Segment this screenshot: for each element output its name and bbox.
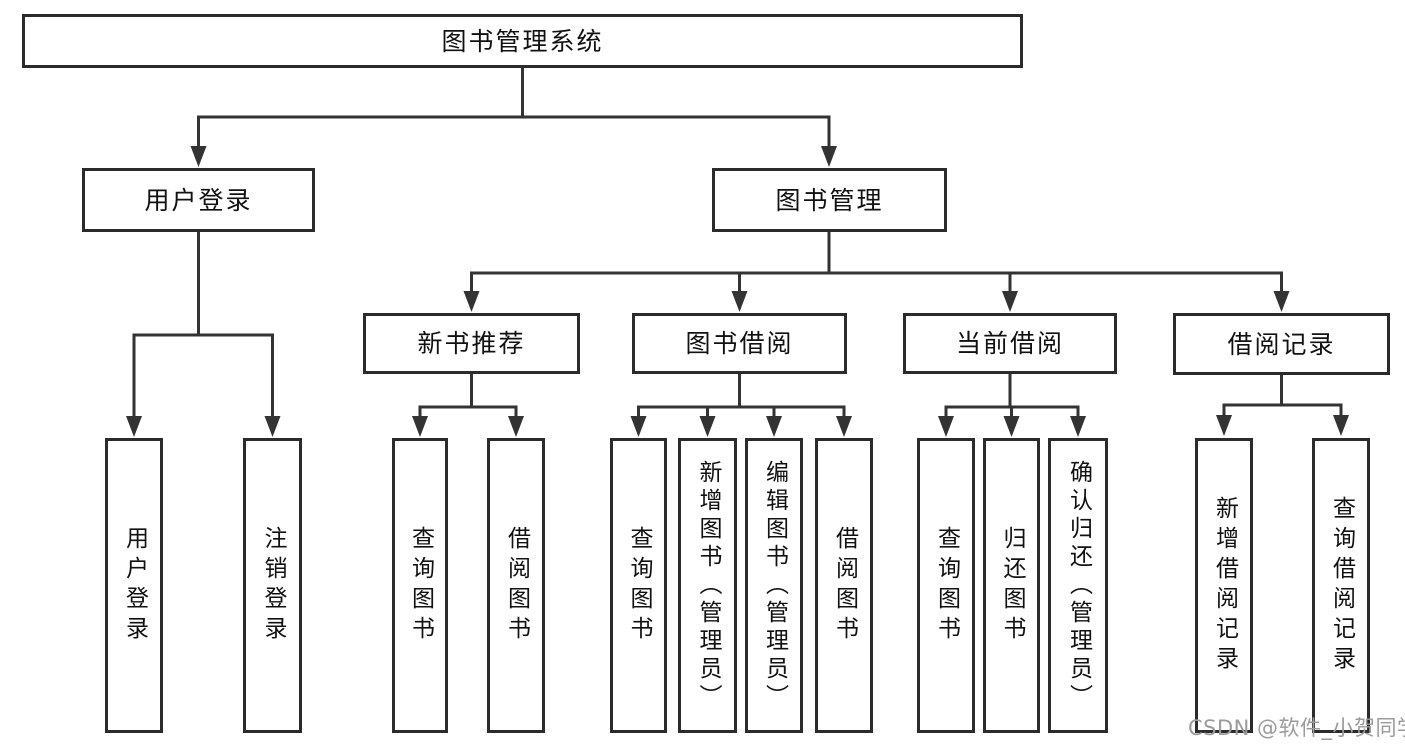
leaf-edit-book-admin: 编辑图书（管理员） <box>745 438 803 733</box>
leaf-borrow-book-newbook: 借阅图书 <box>487 438 545 733</box>
leaf-add-book-admin: 新增图书（管理员） <box>678 438 737 733</box>
connector-user-login-children <box>132 232 274 419</box>
leaf-return-book: 归还图书 <box>983 438 1040 733</box>
node-book-borrow: 图书借阅 <box>632 313 847 374</box>
node-book-borrow-label: 图书借阅 <box>685 329 794 358</box>
leaf-borrow-book-borrow: 借阅图书 <box>815 438 873 733</box>
arrowheads <box>126 146 1349 437</box>
leaf-confirm-return-admin-label: 确认归还（管理员） <box>1065 459 1092 712</box>
csdn-watermark: CSDN @软件_小贺同学 <box>1188 716 1405 740</box>
leaf-add-borrow-record: 新增借阅记录 <box>1195 438 1253 733</box>
leaf-query-borrow-record: 查询借阅记录 <box>1312 438 1370 733</box>
connector-current-borrow-children <box>944 374 1080 418</box>
connector-book-borrow-children <box>637 374 846 418</box>
connector-book-mgmt-children <box>470 230 1283 293</box>
leaf-query-book-newbook: 查询图书 <box>392 438 448 733</box>
leaf-return-book-label: 归还图书 <box>999 525 1025 646</box>
connector-borrow-record-children <box>1222 374 1343 418</box>
leaf-query-book-borrow: 查询图书 <box>610 438 667 733</box>
leaf-borrow-book-newbook-label: 借阅图书 <box>503 525 530 646</box>
node-library-management-system: 图书管理系统 <box>22 14 1023 68</box>
node-new-book-recommend: 新书推荐 <box>363 313 580 374</box>
leaf-query-book-borrow-label: 查询图书 <box>626 525 652 646</box>
node-library-management-system-label: 图书管理系统 <box>441 26 604 56</box>
leaf-logout: 注销登录 <box>243 438 302 733</box>
node-borrow-record-label: 借阅记录 <box>1227 329 1336 359</box>
leaf-edit-book-admin-label: 编辑图书（管理员） <box>761 459 788 712</box>
leaf-user-login-label: 用户登录 <box>121 525 148 646</box>
node-new-book-recommend-label: 新书推荐 <box>417 329 526 358</box>
node-user-login: 用户登录 <box>82 168 315 232</box>
leaf-logout-label: 注销登录 <box>260 525 286 646</box>
leaf-add-book-admin-label: 新增图书（管理员） <box>695 459 721 712</box>
leaf-borrow-book-borrow-label: 借阅图书 <box>831 525 858 646</box>
leaf-query-borrow-record-label: 查询借阅记录 <box>1328 495 1355 676</box>
node-user-login-label: 用户登录 <box>144 185 253 215</box>
connector-new-book-children <box>418 374 518 418</box>
node-current-borrow-label: 当前借阅 <box>955 329 1064 358</box>
leaf-user-login: 用户登录 <box>105 438 163 733</box>
leaf-query-book-newbook-label: 查询图书 <box>407 525 434 646</box>
node-book-management-label: 图书管理 <box>775 185 884 215</box>
connector-root-to-level1 <box>197 68 831 149</box>
node-current-borrow: 当前借阅 <box>903 313 1117 374</box>
node-book-management: 图书管理 <box>712 168 947 232</box>
leaf-query-book-current: 查询图书 <box>917 438 975 733</box>
leaf-add-borrow-record-label: 新增借阅记录 <box>1211 495 1238 676</box>
node-borrow-record: 借阅记录 <box>1173 313 1390 375</box>
leaf-query-book-current-label: 查询图书 <box>933 525 960 646</box>
leaf-confirm-return-admin: 确认归还（管理员） <box>1048 438 1108 733</box>
